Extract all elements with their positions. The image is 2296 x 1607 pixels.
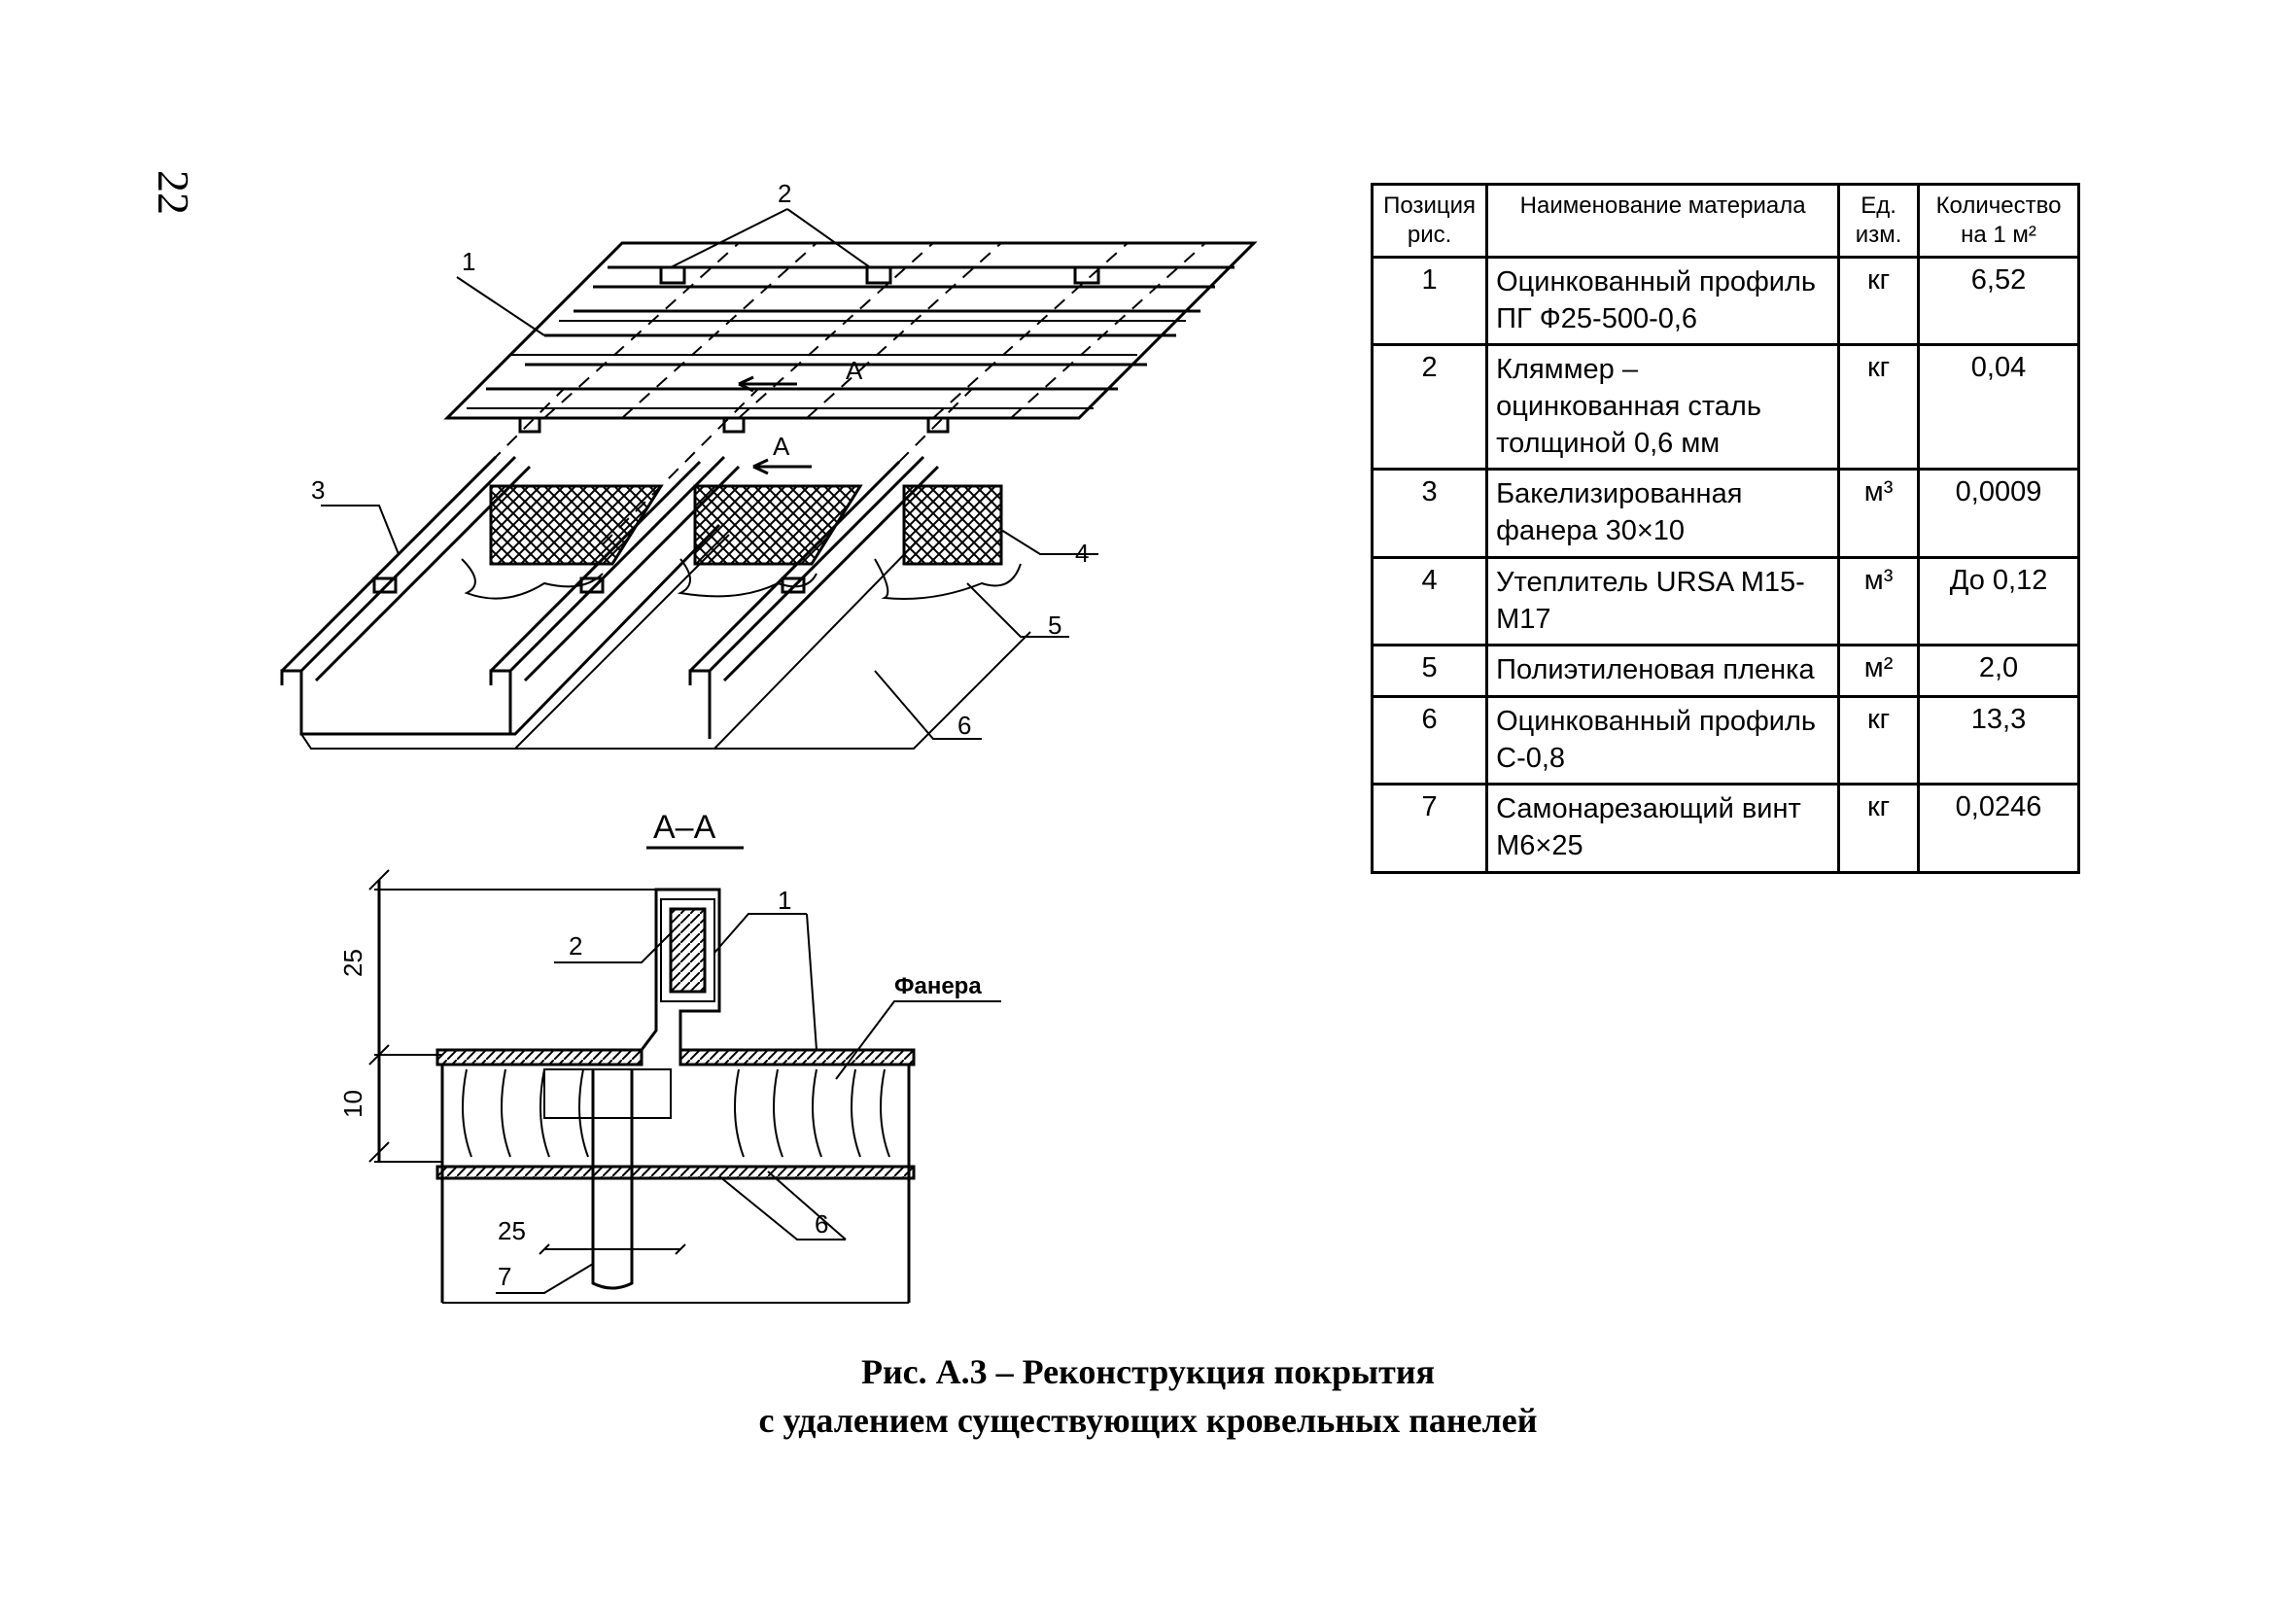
cell-position: 5	[1370, 644, 1489, 698]
dimension-10-vertical: 10	[338, 1090, 367, 1118]
dimension-25-horizontal: 25	[498, 1216, 526, 1245]
cell-position: 4	[1370, 555, 1489, 647]
cell-quantity: 0,0009	[1917, 468, 2080, 559]
cell-position: 3	[1370, 468, 1489, 559]
callout-2: 2	[778, 179, 791, 208]
table-row: 5 Полиэтиленовая пленка м² 2,0	[1370, 644, 2080, 698]
cell-material: Оцинкованный профиль ПГ Ф25-500-0,6	[1485, 255, 1841, 347]
section-callout-7: 7	[498, 1262, 511, 1291]
callout-4: 4	[1075, 539, 1089, 568]
table-row: 1 Оцинкованный профиль ПГ Ф25-500-0,6 кг…	[1370, 255, 2080, 347]
cell-material: Утеплитель URSA М15-М17	[1485, 555, 1841, 647]
section-title: А–А	[653, 809, 716, 846]
callout-3: 3	[311, 475, 325, 505]
section-callout-2: 2	[569, 931, 582, 961]
cell-material: Кляммер – оцинкованная сталь толщиной 0,…	[1485, 343, 1841, 472]
cell-unit: кг	[1837, 694, 1921, 786]
cell-position: 6	[1370, 694, 1489, 786]
cell-unit: кг	[1837, 255, 1921, 347]
cell-unit: м³	[1837, 555, 1921, 647]
figure-caption-line-1: Рис. А.3 – Реконструкция покрытия	[860, 1352, 1436, 1391]
cell-material: Самонарезающий винт М6×25	[1485, 783, 1841, 874]
figure-caption-line-2: с удалением существующих кровельных пане…	[758, 1401, 1538, 1440]
cell-quantity: До 0,12	[1917, 555, 2080, 647]
table-header-row: Позиция рис. Наименование материала Ед. …	[1370, 183, 2080, 259]
table-row: 4 Утеплитель URSA М15-М17 м³ До 0,12	[1370, 555, 2080, 647]
callout-5: 5	[1048, 611, 1061, 640]
cell-quantity: 0,04	[1917, 343, 2080, 472]
table-row: 6 Оцинкованный профиль С-0,8 кг 13,3	[1370, 694, 2080, 786]
section-a-a	[368, 869, 1001, 1304]
materials-table: Позиция рис. Наименование материала Ед. …	[1370, 183, 2080, 874]
callout-6: 6	[957, 711, 971, 740]
cell-unit: м²	[1837, 644, 1921, 698]
table-row: 7 Самонарезающий винт М6×25 кг 0,0246	[1370, 783, 2080, 874]
section-marker-top: А	[846, 356, 863, 385]
cell-unit: кг	[1837, 343, 1921, 472]
cell-quantity: 2,0	[1917, 644, 2080, 698]
cell-quantity: 0,0246	[1917, 783, 2080, 874]
header-material: Наименование материала	[1485, 183, 1841, 259]
cell-quantity: 6,52	[1917, 255, 2080, 347]
cell-position: 2	[1370, 343, 1489, 472]
material-label-plywood: Фанера	[894, 973, 982, 999]
table-row: 3 Бакелизированная фанера 30×10 м³ 0,000…	[1370, 468, 2080, 559]
cell-position: 1	[1370, 255, 1489, 347]
section-marker-bottom: А	[773, 432, 790, 461]
header-unit: Ед. изм.	[1837, 183, 1921, 259]
cell-material: Полиэтиленовая пленка	[1485, 644, 1841, 698]
cell-unit: кг	[1837, 783, 1921, 874]
dimension-25-vertical: 25	[338, 949, 367, 977]
header-quantity: Количество на 1 м²	[1917, 183, 2080, 259]
cell-quantity: 13,3	[1917, 694, 2080, 786]
section-callout-6: 6	[815, 1209, 828, 1239]
cell-position: 7	[1370, 783, 1489, 874]
roof-isometric	[280, 208, 1258, 750]
section-callout-1: 1	[778, 886, 791, 915]
table-row: 2 Кляммер – оцинкованная сталь толщиной …	[1370, 343, 2080, 472]
cell-unit: м³	[1837, 468, 1921, 559]
cell-material: Оцинкованный профиль С-0,8	[1485, 694, 1841, 786]
header-position: Позиция рис.	[1370, 183, 1489, 259]
callout-1: 1	[462, 247, 475, 276]
cell-material: Бакелизированная фанера 30×10	[1485, 468, 1841, 559]
